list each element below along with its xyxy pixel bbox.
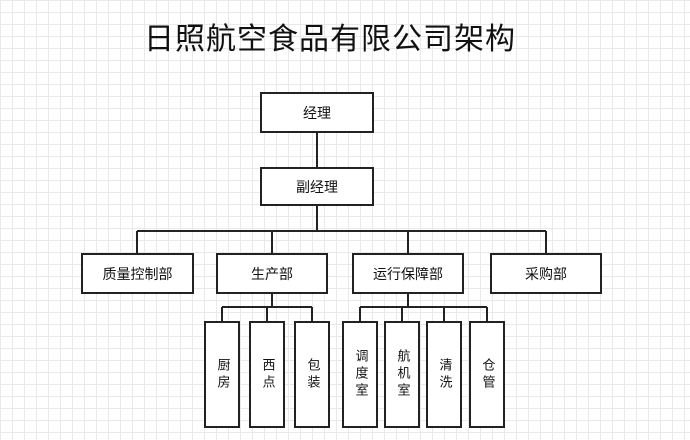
- node-production: 生产部: [216, 253, 328, 294]
- node-deputy-manager: 副经理: [260, 167, 374, 206]
- node-purchasing: 采购部: [490, 253, 602, 294]
- node-manager: 经理: [260, 92, 374, 133]
- node-aircraft-room: 航机室: [384, 321, 420, 428]
- node-operations-support: 运行保障部: [352, 253, 464, 294]
- node-pastry: 西点: [249, 321, 285, 428]
- node-kitchen: 厨房: [204, 321, 240, 428]
- node-warehouse: 仓管: [469, 321, 505, 428]
- node-quality-control: 质量控制部: [81, 253, 194, 294]
- node-dispatch-room: 调度室: [342, 321, 378, 428]
- node-packaging: 包装: [294, 321, 330, 428]
- node-cleaning: 清洗: [426, 321, 462, 428]
- page-title: 日照航空食品有限公司架构: [144, 22, 516, 57]
